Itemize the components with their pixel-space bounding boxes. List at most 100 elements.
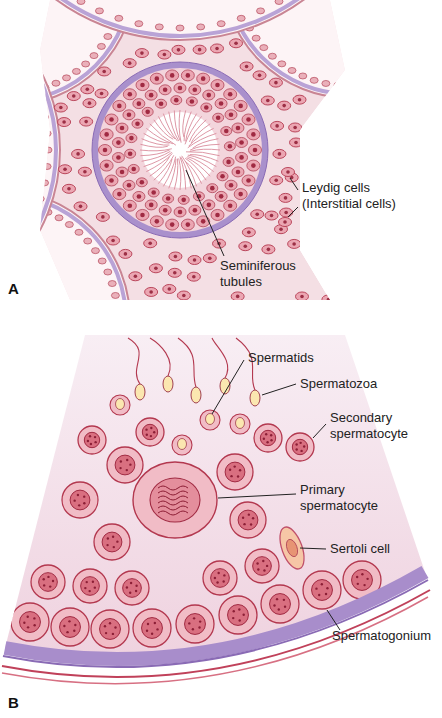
germ-nucleus <box>238 192 243 197</box>
leydig-cell <box>230 39 243 48</box>
germ-cell <box>189 85 201 95</box>
germ-cell <box>125 149 136 158</box>
germ-cell <box>136 80 149 91</box>
epithelial-cell <box>197 24 205 30</box>
germ-nucleus <box>220 174 225 179</box>
germ-nucleus <box>137 101 142 106</box>
cell-nucleus <box>142 618 163 639</box>
chromatin <box>129 592 131 594</box>
epithelial-cell <box>6 90 14 96</box>
germ-cell <box>62 482 98 518</box>
leydig-cell <box>242 228 255 237</box>
cell-nucleus <box>60 617 81 638</box>
epithelial-cell <box>278 61 286 67</box>
germ-nucleus <box>228 144 233 149</box>
chromatin <box>86 581 88 583</box>
leydig-cell <box>293 95 306 104</box>
chromatin <box>66 631 68 633</box>
cell-nucleus <box>225 462 245 482</box>
germ-nucleus <box>192 87 197 92</box>
leydig-nucleus <box>275 124 279 128</box>
germ-nucleus <box>181 198 186 203</box>
chromatin <box>242 614 244 616</box>
cell-nucleus <box>228 605 249 626</box>
leydig-cell <box>78 167 91 176</box>
germ-cell <box>132 119 143 128</box>
germ-cell <box>232 123 244 133</box>
chromatin <box>151 632 153 634</box>
lumen <box>142 112 218 188</box>
germ-nucleus <box>204 105 209 110</box>
germ-nucleus <box>117 104 122 109</box>
germ-cell <box>181 219 194 230</box>
leydig-nucleus <box>274 179 278 183</box>
leydig-nucleus <box>234 41 238 45</box>
germ-nucleus <box>193 208 198 213</box>
epithelial-cell <box>32 429 40 435</box>
acrosome <box>236 418 245 429</box>
sperm-tail <box>190 149 220 151</box>
germ-nucleus <box>151 190 156 195</box>
germ-cell <box>211 209 224 220</box>
chromatin <box>366 578 368 580</box>
germ-nucleus <box>129 136 134 141</box>
cell-nucleus <box>352 570 373 591</box>
epithelial-cell <box>113 329 121 335</box>
chromosome-thread <box>158 491 188 495</box>
leydig-cell <box>271 121 284 130</box>
chromatin <box>88 590 90 592</box>
chromatin <box>303 445 305 447</box>
epithelial-cell <box>3 253 11 259</box>
epithelial-cell <box>382 77 390 83</box>
epithelial-cell <box>21 202 29 208</box>
epithelial-cell <box>30 211 38 217</box>
sperm-tail <box>193 139 219 149</box>
leydig-cell <box>262 245 275 254</box>
epithelial-cell <box>334 82 342 88</box>
germ-cell <box>186 97 197 106</box>
germ-cell <box>91 610 129 648</box>
germ-cell <box>94 524 130 560</box>
germ-cell <box>176 605 214 643</box>
sperm-head <box>135 384 145 400</box>
chromatin <box>198 626 200 628</box>
leydig-cell <box>129 272 142 281</box>
leydig-cell <box>145 287 158 296</box>
germ-nucleus <box>131 167 136 172</box>
germ-nucleus <box>228 92 233 97</box>
epithelial-cell <box>97 43 105 49</box>
chromatin <box>33 624 35 626</box>
leader-lines <box>186 170 340 630</box>
leydig-nucleus <box>258 74 262 78</box>
cell-nucleus <box>312 580 333 601</box>
epithelial-cell <box>3 41 11 47</box>
acrosome <box>116 399 125 410</box>
epithelial-cell <box>104 269 112 275</box>
chromatin <box>153 431 155 433</box>
leydig-cell <box>193 45 206 54</box>
germ-nucleus <box>116 140 121 145</box>
sperm-tail <box>140 149 172 151</box>
epithelial-cell <box>77 0 85 4</box>
germ-cell <box>78 426 106 454</box>
germ-cell <box>215 191 227 201</box>
chromatin <box>94 441 96 443</box>
chromatin <box>87 440 89 442</box>
germ-nucleus <box>104 132 109 137</box>
cell-nucleus <box>292 439 307 454</box>
germ-cell <box>234 100 247 111</box>
germ-nucleus <box>128 203 133 208</box>
leydig-nucleus <box>292 242 296 246</box>
leydig-nucleus <box>76 152 80 156</box>
leydig-cell <box>74 202 87 211</box>
leydig-cell <box>98 67 111 76</box>
acrosome <box>206 414 215 425</box>
leydig-nucleus <box>236 295 240 299</box>
germ-nucleus <box>239 140 244 145</box>
germ-nucleus <box>140 180 145 185</box>
cell-nucleus <box>238 510 258 530</box>
epithelial-cell <box>414 61 422 67</box>
cell-nucleus <box>84 432 99 447</box>
epithelial-cell <box>176 25 184 31</box>
